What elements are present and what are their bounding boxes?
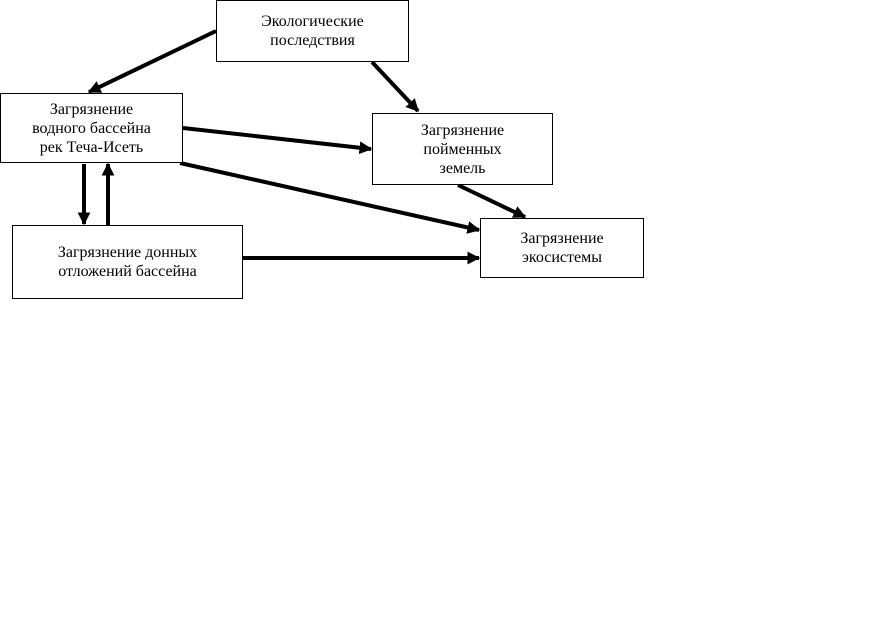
node-bottom-sediment-pollution: Загрязнение донных отложений бассейна (12, 225, 243, 299)
node-label: Загрязнение донных отложений бассейна (57, 244, 198, 280)
edge-flood-to-eco2 (457, 183, 527, 219)
node-label: Загрязнение экосистемы (520, 230, 604, 266)
edge-eco-to-water (87, 29, 217, 94)
node-label: Загрязнение пойменных земель (420, 121, 505, 177)
node-ecological-consequences: Экологические последствия (216, 0, 409, 62)
node-water-basin-pollution: Загрязнение водного бассейна рек Теча-Ис… (0, 93, 183, 163)
node-ecosystem-pollution: Загрязнение экосистемы (480, 218, 644, 278)
edge-eco-to-flood (370, 60, 420, 113)
node-floodplain-pollution: Загрязнение пойменных земель (372, 113, 553, 185)
edge-water-to-flood (182, 126, 373, 155)
node-label: Загрязнение водного бассейна рек Теча-Ис… (32, 100, 151, 156)
node-label: Экологические последствия (261, 13, 364, 49)
